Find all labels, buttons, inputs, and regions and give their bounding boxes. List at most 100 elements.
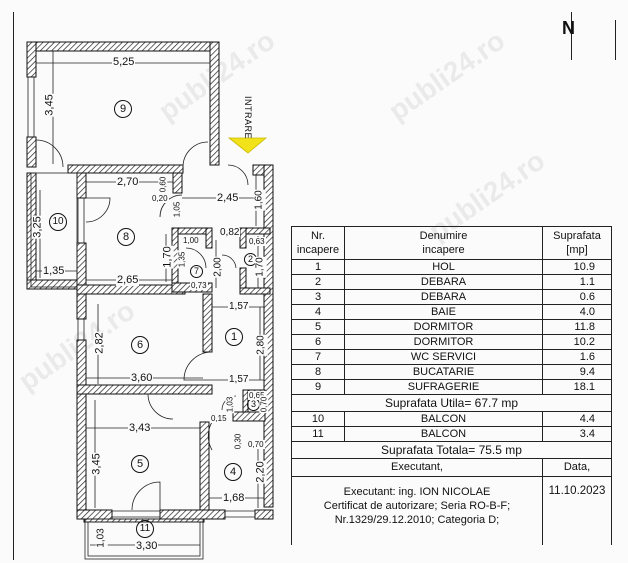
room-number-11: 11 <box>136 520 154 538</box>
executant-header: Executant, <box>291 458 543 477</box>
date-value: 11.10.2023 <box>542 476 612 545</box>
dim-r7-width: 1,00 <box>182 236 200 245</box>
floor-plan <box>26 41 274 560</box>
area-value: 4.4 <box>579 412 595 425</box>
room-number-5: 5 <box>131 455 149 473</box>
table-row: 6 DORMITOR 10.2 <box>291 334 612 350</box>
room-number-10: 10 <box>49 213 67 231</box>
right-border-line <box>615 20 616 60</box>
executant-name: Executant: ing. ION NICOLAE <box>343 486 491 498</box>
cell-name: DORMITOR <box>344 319 543 335</box>
cell-area: 10.9 <box>542 259 612 275</box>
area-value: 10.2 <box>573 335 595 348</box>
header-nr-line2: incapere <box>296 244 340 256</box>
dim-r8-door: 1,05 <box>172 200 182 219</box>
cell-nr: 11 <box>291 426 345 442</box>
executant-header-row: Executant, Data, <box>291 458 612 477</box>
dim-r9-height: 3,45 <box>43 93 56 117</box>
header-nr-line1: Nr. <box>310 230 326 242</box>
cell-name: BAIE <box>344 304 543 320</box>
dim-r1-height: 2,80 <box>255 334 268 356</box>
table-row: 9 SUFRAGERIE 18.1 <box>291 379 612 395</box>
table-row: 10 BALCON 4.4 <box>291 411 612 427</box>
dim-r1-width-bottom: 1,57 <box>228 374 250 386</box>
table-row: 11 BALCON 3.4 <box>291 426 612 442</box>
header-area-line1: Suprafata <box>553 230 601 242</box>
header-nr: Nr. incapere <box>291 226 345 260</box>
dim-r2-height: 1,70 <box>254 256 267 278</box>
room-number-6: 6 <box>131 336 149 354</box>
cell-nr: 9 <box>291 379 345 395</box>
cell-nr: 1 <box>291 259 345 275</box>
dim-r8-width-bottom: 2,65 <box>116 274 140 286</box>
left-border-line <box>13 12 14 560</box>
dim-r4-b: 0,70 <box>247 440 265 449</box>
dim-r8-width-top: 2,70 <box>116 176 140 188</box>
dim-r4-width: 1,68 <box>222 492 246 504</box>
date-header: Data, <box>542 458 612 477</box>
dim-hall-height: 1,60 <box>253 189 266 211</box>
useful-area-total: Suprafata Utila= 67.7 mp <box>291 394 612 412</box>
dim-r8-small-a: 0,60 <box>158 175 168 194</box>
area-value: 3.4 <box>579 427 595 440</box>
dim-r7-bottom: 0,73 <box>190 281 208 290</box>
cell-area: 9.4 <box>542 364 612 380</box>
executant-row: Executant: ing. ION NICOLAE Certificat d… <box>291 476 612 545</box>
dim-r4-height: 2,20 <box>254 460 267 484</box>
table-row: 5 DORMITOR 11.8 <box>291 319 612 335</box>
cell-name: DORMITOR <box>344 334 543 350</box>
dim-r10-width: 1,35 <box>42 265 66 277</box>
cell-name: BALCON <box>344 426 543 442</box>
cell-nr: 2 <box>291 274 345 290</box>
executant-certificate: Certificat de autorizare; Seria RO-B-F; <box>323 500 511 512</box>
room-number-8: 8 <box>117 228 135 246</box>
dim-corridor-width: 0,82 <box>219 227 241 238</box>
table-row: 8 BUCATARIE 9.4 <box>291 364 612 380</box>
executant-number: Nr.1329/29.12.2010; Categoria D; <box>334 514 500 526</box>
dim-r11-height: 1,03 <box>95 527 108 549</box>
area-value: 9.4 <box>579 365 595 378</box>
total-area-row: Suprafata Totala= 75.5 mp <box>291 441 612 459</box>
cell-area: 1.6 <box>542 349 612 365</box>
table-header-row: Nr. incapere Denumire incapere Suprafata… <box>291 226 612 260</box>
dim-r9-width: 5,25 <box>112 56 136 68</box>
room-schedule-table: Nr. incapere Denumire incapere Suprafata… <box>291 226 612 545</box>
cell-name: SUFRAGERIE <box>344 379 543 395</box>
table-row: 3 DEBARA 0.6 <box>291 289 612 305</box>
dim-r6-width: 3,60 <box>130 372 154 384</box>
dim-r3-height: 0,70 <box>259 395 269 414</box>
room-number-4: 4 <box>224 463 242 481</box>
north-indicator: N <box>562 18 575 38</box>
dim-r7-side: 2,00 <box>212 256 225 278</box>
cell-nr: 5 <box>291 319 345 335</box>
area-value: 0.6 <box>579 290 595 303</box>
total-area: Suprafata Totala= 75.5 mp <box>291 441 612 459</box>
header-area: Suprafata [mp] <box>542 226 612 260</box>
cell-name: BALCON <box>344 411 543 427</box>
cell-area: 4.4 <box>542 411 612 427</box>
header-name: Denumire incapere <box>344 226 543 260</box>
watermark: publi24.ro <box>382 24 511 127</box>
table-row: 1 HOL 10.9 <box>291 259 612 275</box>
cell-nr: 3 <box>291 289 345 305</box>
dim-r3-width: 0,65 <box>248 391 266 400</box>
dim-hall-width: 2,45 <box>216 192 240 204</box>
area-value: 18.1 <box>573 380 595 393</box>
header-area-line2: [mp] <box>566 244 588 256</box>
useful-area-row: Suprafata Utila= 67.7 mp <box>291 394 612 412</box>
dim-r6-height: 2,82 <box>93 331 106 355</box>
dim-r8-small-b: 0,20 <box>151 194 169 203</box>
area-value: 1.1 <box>579 275 595 288</box>
cell-area: 11.8 <box>542 319 612 335</box>
entrance-label: INTRARE <box>243 96 253 140</box>
dim-r7-height: 1,35 <box>177 250 187 269</box>
dim-r5-width: 3,43 <box>128 422 152 434</box>
area-value: 10.9 <box>573 260 595 273</box>
room-number-1: 1 <box>225 328 243 346</box>
cell-name: HOL <box>344 259 543 275</box>
header-name-line1: Denumire <box>419 230 468 242</box>
cell-name: DEBARA <box>344 274 543 290</box>
cell-name: BUCATARIE <box>344 364 543 380</box>
dim-small-015: 0,15 <box>210 414 228 423</box>
dim-r11-width: 3,30 <box>135 540 159 552</box>
